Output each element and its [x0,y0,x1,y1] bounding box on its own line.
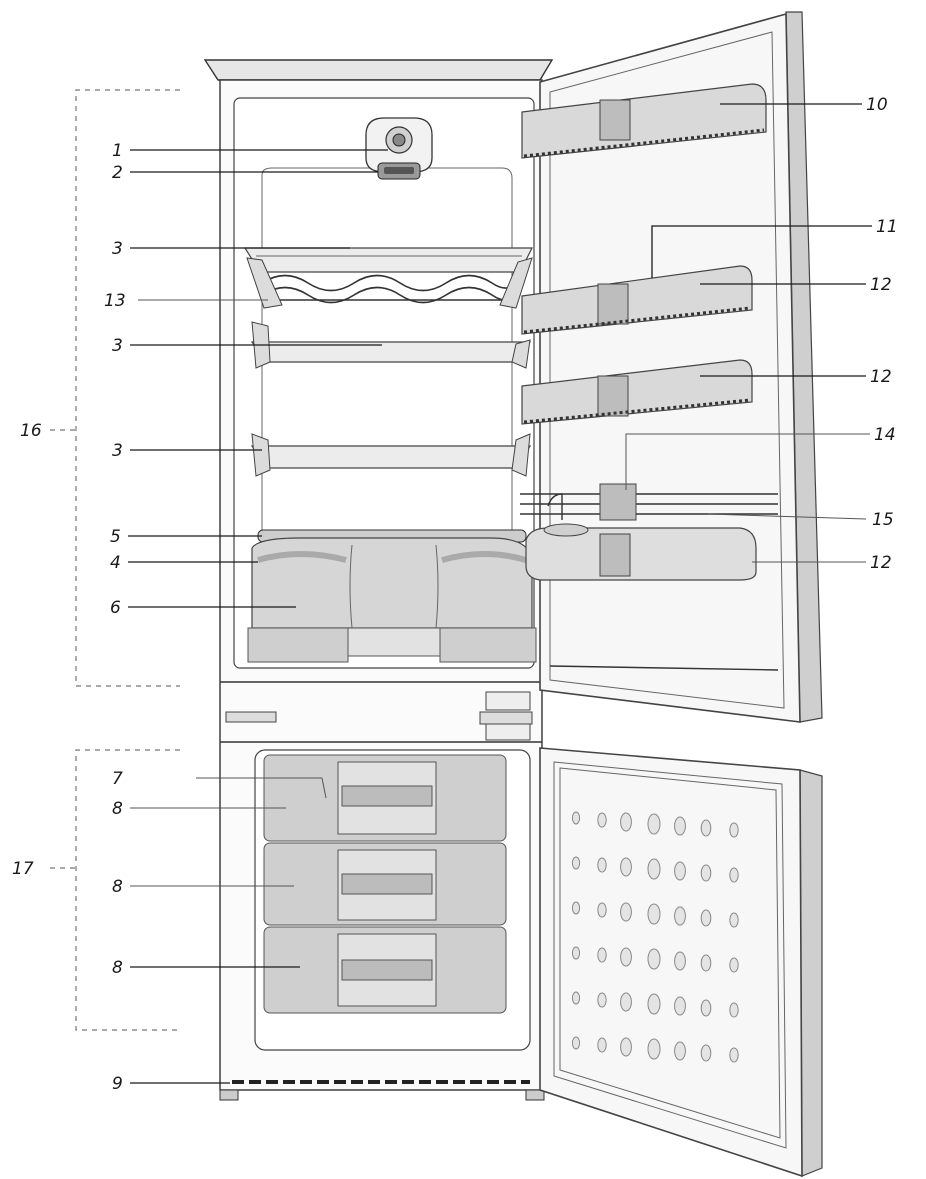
freezer-door-dimple [674,906,686,926]
callout-6: 6 [110,598,121,618]
callout-3-middle: 3 [112,336,123,356]
fridge-compartment [233,97,535,669]
freezer-door-edge [799,769,823,1177]
callout-7: 7 [112,769,123,789]
crisper-base-right [439,627,537,663]
freezer-door-dimple [647,948,661,970]
freezer-door-dimple [647,813,661,835]
crisper-base-left [247,627,349,663]
callout-1: 1 [112,141,123,161]
bottle-rack [246,257,533,309]
callout-11: 11 [876,217,898,237]
callout-12-bottom: 12 [870,553,892,573]
callout-4: 4 [110,553,121,573]
door-bin-middle [521,359,753,425]
freezer-door-dimple [571,901,581,915]
freezer-door-inner [539,747,803,1178]
callout-labels: 1 2 3 13 3 3 5 4 6 16 10 11 12 12 14 15 … [12,95,898,1094]
callout-8-bottom: 8 [112,958,123,978]
freezer-door-dimple [571,991,581,1005]
zone-brackets [50,89,180,1031]
freezer-door-dimple [620,1037,632,1057]
door-bin-bottom [525,523,757,581]
callout-8-middle: 8 [112,877,123,897]
callout-13: 13 [104,291,126,311]
glass-shelf-top [243,247,533,273]
freezer-door-dimple [647,993,661,1015]
freezer-door-dimple [647,858,661,880]
glass-shelf-lower [250,445,532,469]
freezer-drawers [263,754,507,1014]
freezer-door-dimple [597,992,607,1008]
freezer-door-dimple [597,947,607,963]
freezer-door-dimple [620,857,632,877]
freezer-door-dimple [597,1037,607,1053]
freezer-door-dimple [620,812,632,832]
callout-5: 5 [110,527,121,547]
freezer-door-dimple [729,1047,739,1063]
freezer-door-dimple [620,992,632,1012]
callout-10: 10 [866,95,888,115]
freezer-door-dimple [700,999,712,1017]
leader-lines [128,103,872,1084]
freezer-door-dimple [729,1002,739,1018]
middle-hinge-left [225,711,277,723]
freezer-door-dimple [674,816,686,836]
callout-2: 2 [112,163,123,183]
crisper-base-mid [347,627,441,657]
freezer-door-dimple [674,996,686,1016]
fridge-door [520,11,823,723]
freezer-door-dimple [571,1036,581,1050]
freezer-door-dimple [729,867,739,883]
freezer-door-dimple [571,811,581,825]
callout-15: 15 [872,510,894,530]
cabinet-top-cap [203,59,554,81]
freezer-door-dimple [729,957,739,973]
freezer-door-dimple [700,1044,712,1062]
freezer-door-dimple [571,856,581,870]
freezer-door-dimple [674,951,686,971]
freezer-door-dimple [674,1041,686,1061]
callout-16: 16 [20,421,42,441]
freezer-door [539,747,823,1178]
foot-left [219,1089,239,1101]
foot-right [525,1089,545,1101]
callout-12-upper: 12 [870,275,892,295]
freezer-door-dimple [674,861,686,881]
callout-14: 14 [874,425,896,445]
freezer-door-dimple [620,902,632,922]
freezer-door-dimple [597,902,607,918]
callout-12-middle: 12 [870,367,892,387]
freezer-door-dimple [729,822,739,838]
bottle-holder [520,483,778,521]
door-bin-upper [521,265,753,335]
fridge-interior [243,117,537,663]
freezer-door-dimple [571,946,581,960]
callout-17: 17 [12,859,34,879]
freezer-door-dimple [700,864,712,882]
callout-9: 9 [112,1074,123,1094]
freezer-door-dimple [729,912,739,928]
freezer-door-dimple [597,812,607,828]
door-bin-top [521,83,767,159]
freezer-door-dimple [647,1038,661,1060]
middle-hinge-right [479,711,533,725]
freezer-door-dimple [700,954,712,972]
freezer-door-dimple [647,903,661,925]
callout-3-top: 3 [112,239,123,259]
freezer-door-dimple [700,819,712,837]
freezer-door-dimple [597,857,607,873]
freezer-door-dimples [571,811,739,1063]
callout-3-lower: 3 [112,441,123,461]
callout-8-top: 8 [112,799,123,819]
freezer-door-dimple [620,947,632,967]
freezer-door-dimple [700,909,712,927]
